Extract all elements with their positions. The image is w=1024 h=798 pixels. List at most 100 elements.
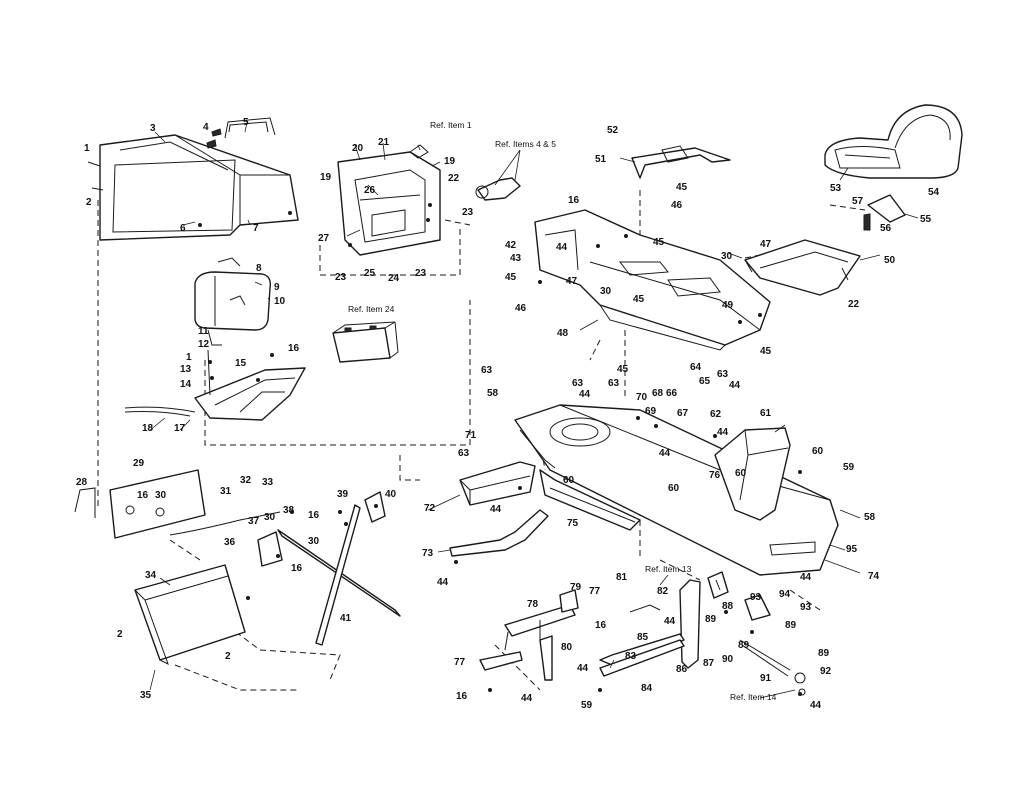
label-66: 66: [666, 388, 678, 399]
label-5: 5: [243, 117, 249, 128]
label-43: 43: [510, 253, 522, 264]
label-4: 4: [203, 122, 209, 133]
label-69: 69: [645, 406, 657, 417]
label-7: 7: [253, 223, 259, 234]
label-72: 72: [424, 503, 436, 514]
label-58a: 58: [487, 388, 499, 399]
label-34: 34: [145, 570, 157, 581]
label-81: 81: [616, 572, 628, 583]
label-59a: 59: [843, 462, 855, 473]
label-84: 84: [641, 683, 653, 694]
label-46a: 46: [671, 200, 683, 211]
label-44e: 44: [659, 448, 671, 459]
label-14: 14: [180, 379, 192, 390]
label-6: 6: [180, 223, 186, 234]
label-44c: 44: [729, 380, 741, 391]
rod-part: [449, 509, 549, 557]
label-45a: 45: [676, 182, 688, 193]
label-44l: 44: [800, 572, 812, 583]
label-64: 64: [690, 362, 702, 373]
dash-panel-part: [99, 134, 299, 241]
label-63a: 63: [481, 365, 493, 376]
label-76: 76: [709, 470, 721, 481]
label-24: 24: [388, 273, 400, 284]
seat-bracket-part: [863, 194, 906, 231]
fuel-tank-part: [194, 257, 272, 346]
label-2c: 2: [225, 651, 231, 662]
label-47b: 47: [760, 239, 772, 250]
label-19a: 19: [320, 172, 332, 183]
label-22a: 22: [448, 173, 460, 184]
label-35: 35: [140, 690, 152, 701]
label-2b: 2: [117, 629, 123, 640]
label-63b: 63: [458, 448, 470, 459]
label-28: 28: [76, 477, 88, 488]
leader-lines: [149, 121, 919, 699]
label-89c: 89: [785, 620, 797, 631]
label-56: 56: [880, 223, 892, 234]
label-16a: 16: [288, 343, 300, 354]
label-20: 20: [352, 143, 364, 154]
label-68: 68: [652, 388, 664, 399]
battery-tray-part: [124, 349, 306, 421]
seat-part: [824, 104, 963, 179]
label-44a: 44: [556, 242, 568, 253]
label-19b: 19: [444, 156, 456, 167]
label-58b: 58: [864, 512, 876, 523]
label-91: 91: [760, 673, 772, 684]
label-10: 10: [274, 296, 286, 307]
label-45f: 45: [617, 364, 629, 375]
label-77b: 77: [454, 657, 466, 668]
label-67: 67: [677, 408, 689, 419]
label-80: 80: [561, 642, 573, 653]
label-49: 49: [722, 300, 734, 311]
label-37: 37: [248, 516, 260, 527]
label-1a: 1: [84, 143, 90, 154]
label-44b: 44: [579, 389, 591, 400]
hardware-fasteners: [208, 234, 849, 696]
label-46b: 46: [515, 303, 527, 314]
label-30c: 30: [308, 536, 320, 547]
label-22b: 22: [848, 299, 860, 310]
label-23a: 23: [462, 207, 474, 218]
label-36: 36: [224, 537, 236, 548]
ref-items-4-5-note: Ref. Items 4 & 5: [495, 139, 556, 149]
label-60d: 60: [563, 475, 575, 486]
label-59b: 59: [581, 700, 593, 711]
brake-pedal-part: [599, 571, 729, 677]
label-30a: 30: [155, 490, 167, 501]
label-13: 13: [180, 364, 192, 375]
label-44i: 44: [577, 663, 589, 674]
label-16f: 16: [595, 620, 607, 631]
front-grille-part: [74, 469, 206, 539]
label-16g: 16: [456, 691, 468, 702]
label-25: 25: [364, 268, 376, 279]
label-26: 26: [364, 185, 376, 196]
label-54: 54: [928, 187, 940, 198]
label-2a: 2: [86, 197, 92, 208]
label-44f: 44: [490, 504, 502, 515]
label-9: 9: [274, 282, 280, 293]
fasteners-top-left: [87, 128, 222, 191]
label-11: 11: [198, 326, 209, 337]
reference-notes: Ref. Item 1 Ref. Items 4 & 5 Ref. Item 2…: [348, 120, 777, 702]
label-60a: 60: [812, 446, 824, 457]
label-18: 18: [142, 423, 154, 434]
label-39: 39: [337, 489, 349, 500]
label-75: 75: [567, 518, 579, 529]
mounting-bracket-part: [459, 461, 536, 506]
label-21: 21: [378, 137, 390, 148]
label-89d: 89: [818, 648, 830, 659]
label-52: 52: [607, 125, 619, 136]
steering-support-part: [337, 151, 441, 256]
label-44d: 44: [717, 427, 729, 438]
bottom-panel-part: [134, 564, 246, 666]
battery-part: [332, 321, 399, 363]
steering-linkage-part: [169, 491, 401, 646]
label-45c: 45: [633, 294, 645, 305]
label-85: 85: [637, 632, 649, 643]
label-17: 17: [174, 423, 186, 434]
label-30d: 30: [600, 286, 612, 297]
label-44j: 44: [810, 700, 822, 711]
